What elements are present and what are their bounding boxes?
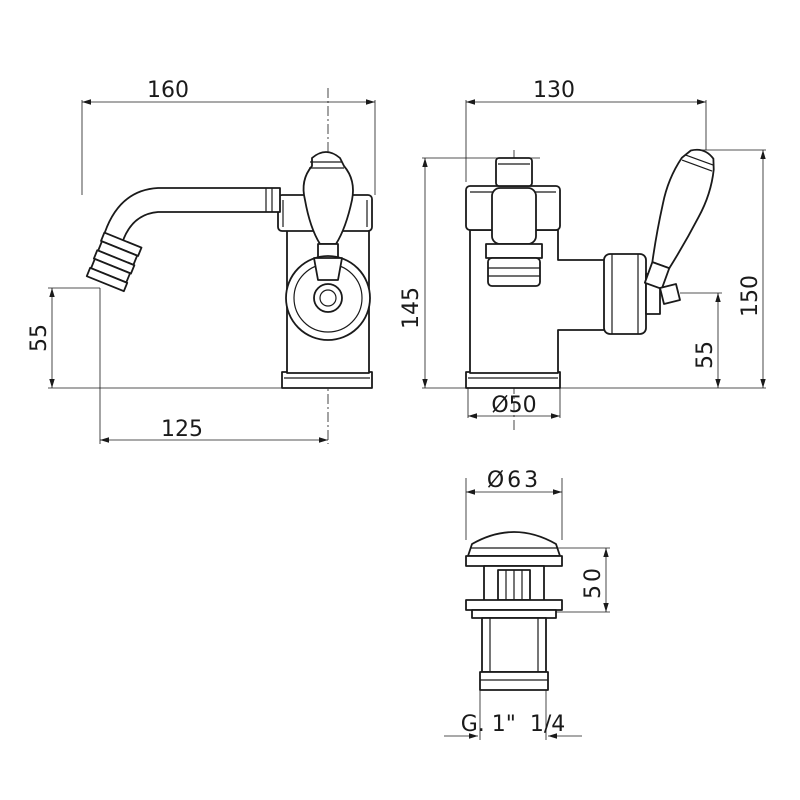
dim-label-thread: G. 1" 1/4 <box>461 712 566 737</box>
dim-label-145: 145 <box>399 287 424 329</box>
dim-waste-height: 50 <box>581 548 609 612</box>
dim-label-50: 50 <box>581 565 606 599</box>
faucet-side-shape <box>85 151 373 389</box>
dim-label-55-front: 55 <box>693 341 718 369</box>
dim-side-width: 160 <box>82 78 375 105</box>
dim-label-55-side: 55 <box>27 324 52 352</box>
front-view: 130 145 150 55 Ø50 <box>399 78 766 430</box>
dim-front-spout-height: 55 <box>693 293 721 388</box>
dim-label-130: 130 <box>533 78 575 103</box>
waste-shape <box>465 531 563 691</box>
dim-waste-diameter: Ø63 <box>466 468 562 495</box>
dim-label-125: 125 <box>161 417 203 442</box>
dim-waste-thread: G. 1" 1/4 <box>444 712 582 739</box>
side-view: 160 55 125 <box>27 78 376 444</box>
dim-front-height: 145 <box>399 158 428 388</box>
dim-label-d63: Ø63 <box>487 468 541 493</box>
dim-side-spout-reach: 125 <box>100 417 328 443</box>
dim-side-spout-height: 55 <box>27 288 55 388</box>
faucet-front-shape <box>465 148 715 389</box>
dim-label-160: 160 <box>147 78 189 103</box>
waste-view: Ø63 50 G. 1" 1/4 <box>444 468 610 740</box>
dim-front-total-height: 150 <box>738 150 766 388</box>
dim-front-width: 130 <box>466 78 706 105</box>
dim-front-base-diameter: Ø50 <box>468 393 560 419</box>
dim-label-d50: Ø50 <box>491 393 536 418</box>
dim-label-150: 150 <box>738 275 763 317</box>
